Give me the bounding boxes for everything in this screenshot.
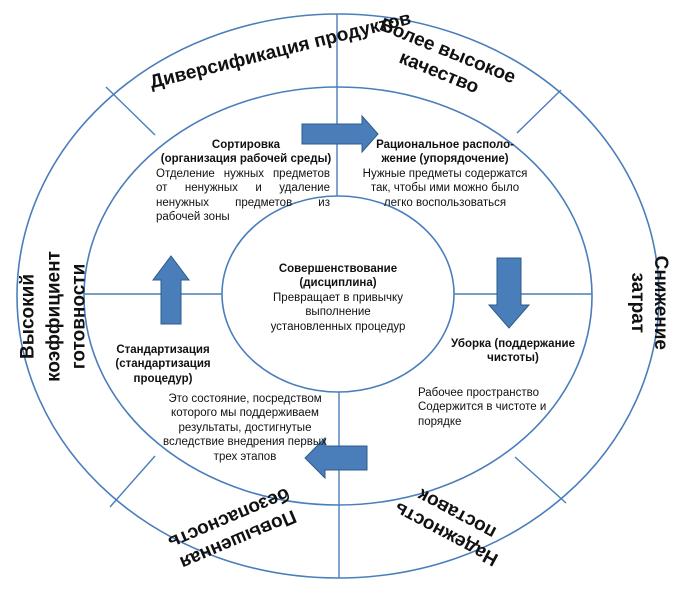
step-subtitle: жение (упорядочение): [381, 153, 509, 166]
outer-text: Высокий коэффициент готовности: [17, 251, 90, 382]
label-high-availability: Высокий коэффициент готовности: [16, 206, 93, 426]
separator-bottom-left: [109, 455, 156, 508]
step-arrange: Рациональное располо- жение (упорядочени…: [355, 138, 535, 210]
step-description: Отделение нужных предметов от ненужных и…: [156, 167, 330, 223]
label-cost-reduction: Снижение затрат: [625, 238, 671, 368]
outer-ring: [16, 13, 660, 579]
step-clean: Уборка (поддержание чистоты): [438, 337, 588, 366]
separator-bottom-right: [514, 456, 567, 504]
separator-top-right: [516, 89, 562, 134]
step-title: Стандартизация: [116, 344, 210, 356]
step-title: Рациональное располо-: [376, 139, 514, 151]
arrow-down: [487, 257, 531, 329]
arrow-right: [301, 114, 379, 154]
step-title: Уборка (поддержание: [451, 338, 575, 350]
step-standard: Стандартизация (стандартизация процедур): [108, 343, 218, 386]
inner-ring: [83, 86, 593, 506]
step-description: Нужные предметы содержатся так, чтобы им…: [362, 167, 528, 209]
step-subtitle: чистоты): [487, 352, 539, 365]
step-description: Рабочее пространство Содержится в чистот…: [418, 387, 547, 428]
arrow-up: [152, 255, 190, 325]
separator-top-left: [105, 86, 156, 136]
step-description: Это состояние, посредством которого мы п…: [163, 393, 327, 463]
step-subtitle: (стандартизация: [115, 358, 211, 371]
step-sort: Сортировка (организация рабочей среды) О…: [150, 138, 342, 224]
step-description: Превращает в привычку выполнение установ…: [270, 291, 406, 333]
step-title: Сортировка: [211, 139, 281, 151]
step-subtitle-2: процедур): [133, 372, 193, 385]
step-subtitle: (организация рабочей среды): [160, 153, 332, 166]
step-standard-description: Это состояние, посредством которого мы п…: [150, 392, 340, 464]
step-title: Совершенствование: [278, 263, 398, 275]
outer-text: Снижение затрат: [627, 255, 671, 350]
step-subtitle: (дисциплина): [299, 277, 377, 290]
step-clean-description: Рабочее пространство Содержится в чистот…: [418, 386, 550, 429]
arrow-left: [304, 436, 368, 480]
step-improvement: Совершенствование (дисциплина) Превращае…: [258, 262, 418, 334]
